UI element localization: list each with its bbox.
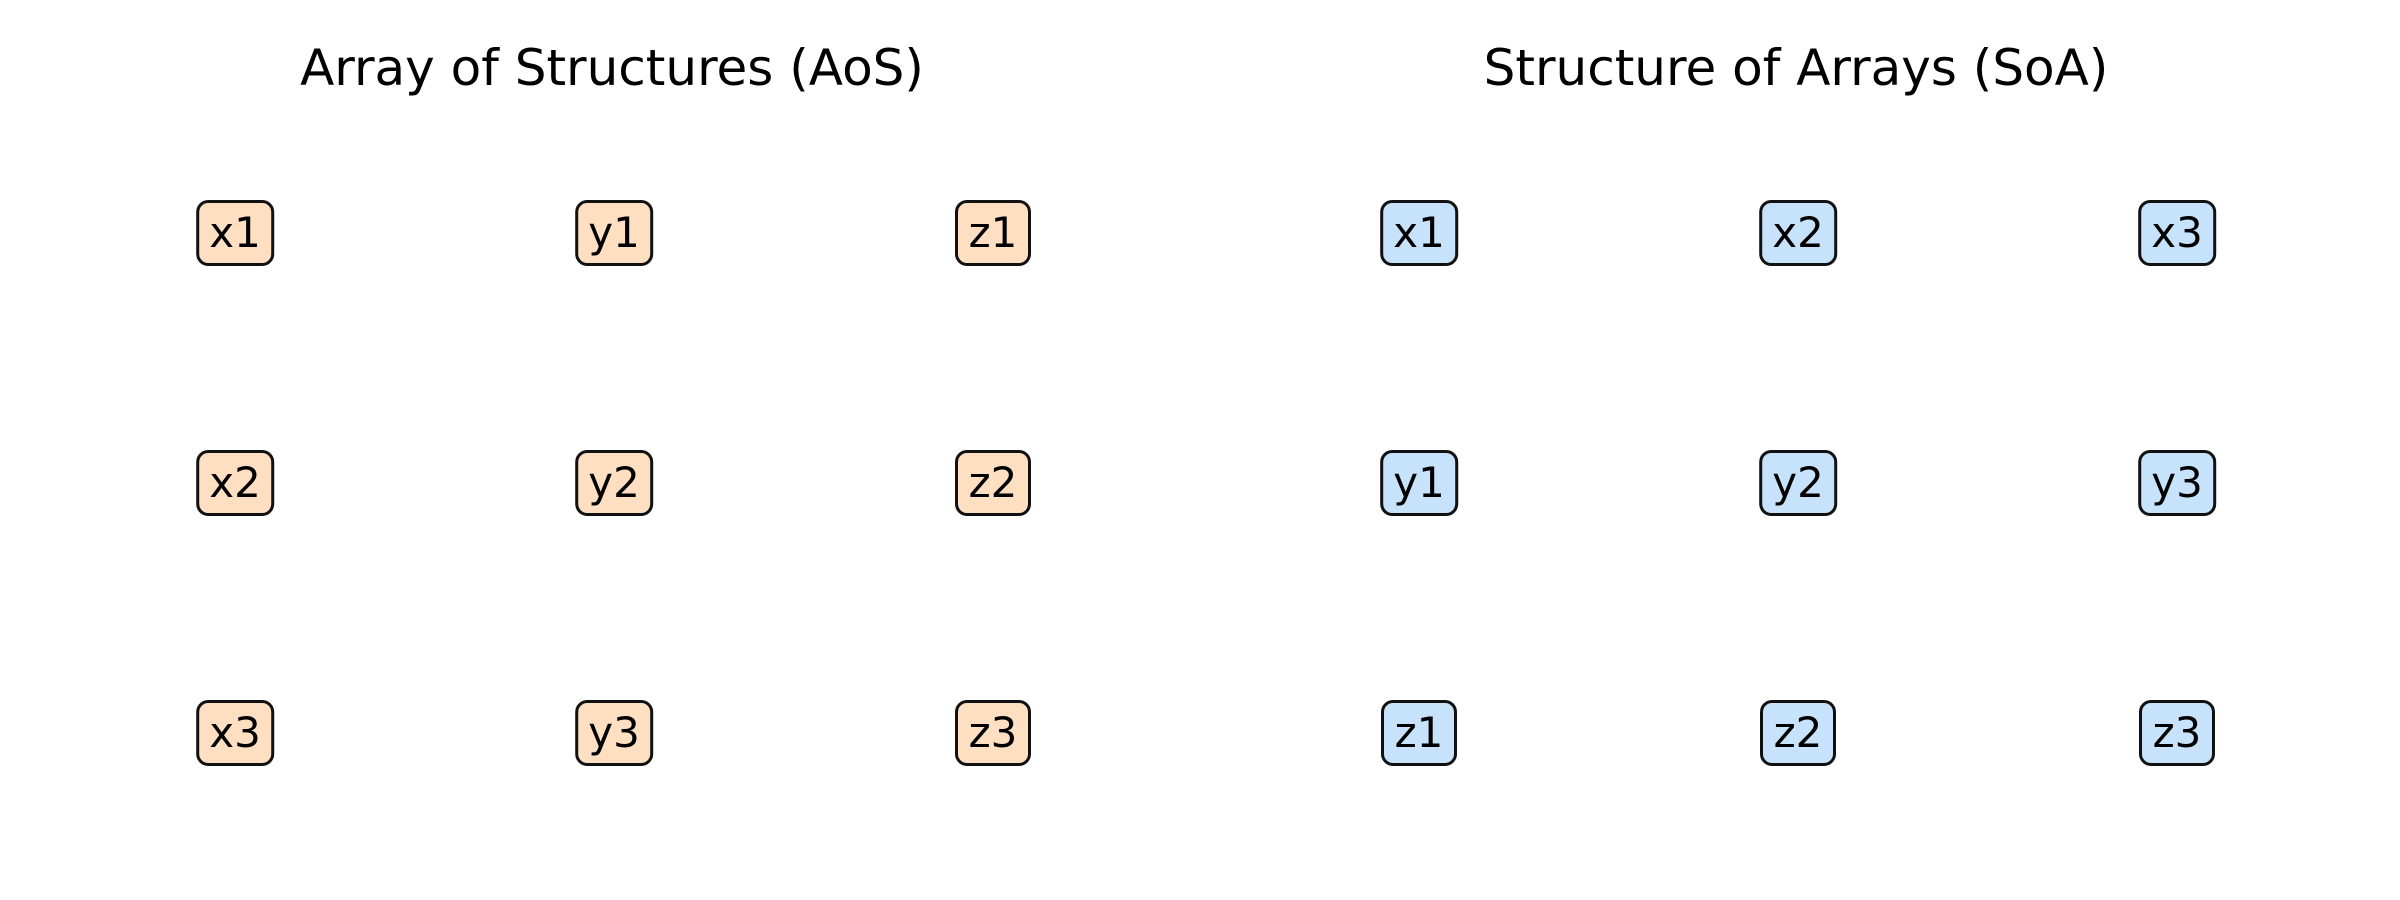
aos-cell-r1-c2: y1	[575, 200, 653, 266]
aos-panel: Array of Structures (AoS) x1 y1 z1 x2 y2…	[42, 0, 1182, 900]
soa-title: Structure of Arrays (SoA)	[1483, 39, 2109, 97]
aos-cell-r2-c1: x2	[196, 450, 274, 516]
aos-cell-r1-c3: z1	[955, 200, 1031, 266]
soa-cell-r1-c2: x2	[1759, 200, 1837, 266]
aos-cell-r3-c1: x3	[196, 700, 274, 766]
soa-cell-r1-c3: x3	[2138, 200, 2216, 266]
soa-cell-r3-c1: z1	[1381, 700, 1457, 766]
soa-cell-r2-c3: y3	[2138, 450, 2216, 516]
aos-title: Array of Structures (AoS)	[300, 39, 924, 97]
aos-cell-r2-c2: y2	[575, 450, 653, 516]
soa-cell-r3-c2: z2	[1760, 700, 1836, 766]
soa-cell-r3-c3: z3	[2139, 700, 2215, 766]
soa-cell-r2-c1: y1	[1380, 450, 1458, 516]
soa-panel: Structure of Arrays (SoA) x1 x2 x3 y1 y2…	[1226, 0, 2366, 900]
aos-cell-r1-c1: x1	[196, 200, 274, 266]
aos-cell-r3-c2: y3	[575, 700, 653, 766]
soa-cell-r1-c1: x1	[1380, 200, 1458, 266]
soa-cell-r2-c2: y2	[1759, 450, 1837, 516]
aos-cell-r3-c3: z3	[955, 700, 1031, 766]
aos-cell-r2-c3: z2	[955, 450, 1031, 516]
